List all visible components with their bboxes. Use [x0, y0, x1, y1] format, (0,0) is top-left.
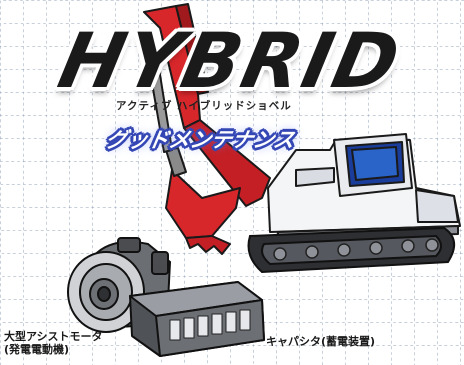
motor-label-line2: (発電電動機): [4, 343, 70, 356]
logo-subtitle: アクティブ ハイブリッドショベル: [116, 100, 292, 112]
excavator-tracks: [247, 226, 455, 274]
good-maintenance-title: グッドメンテナンス: [103, 128, 297, 152]
hybrid-logo: HYBRID: [40, 16, 420, 110]
excavator-arm: [143, 3, 271, 255]
motor-label: 大型アシストモータ (発電電動機): [4, 330, 103, 356]
excavator-body: [267, 133, 461, 241]
capacitor-unit: [129, 281, 265, 357]
motor-label-line1: 大型アシストモータ: [4, 330, 103, 343]
capacitor-label: キャパシタ(蓄電装置): [266, 335, 376, 348]
hybrid-wordmark: HYBRID: [51, 16, 409, 105]
